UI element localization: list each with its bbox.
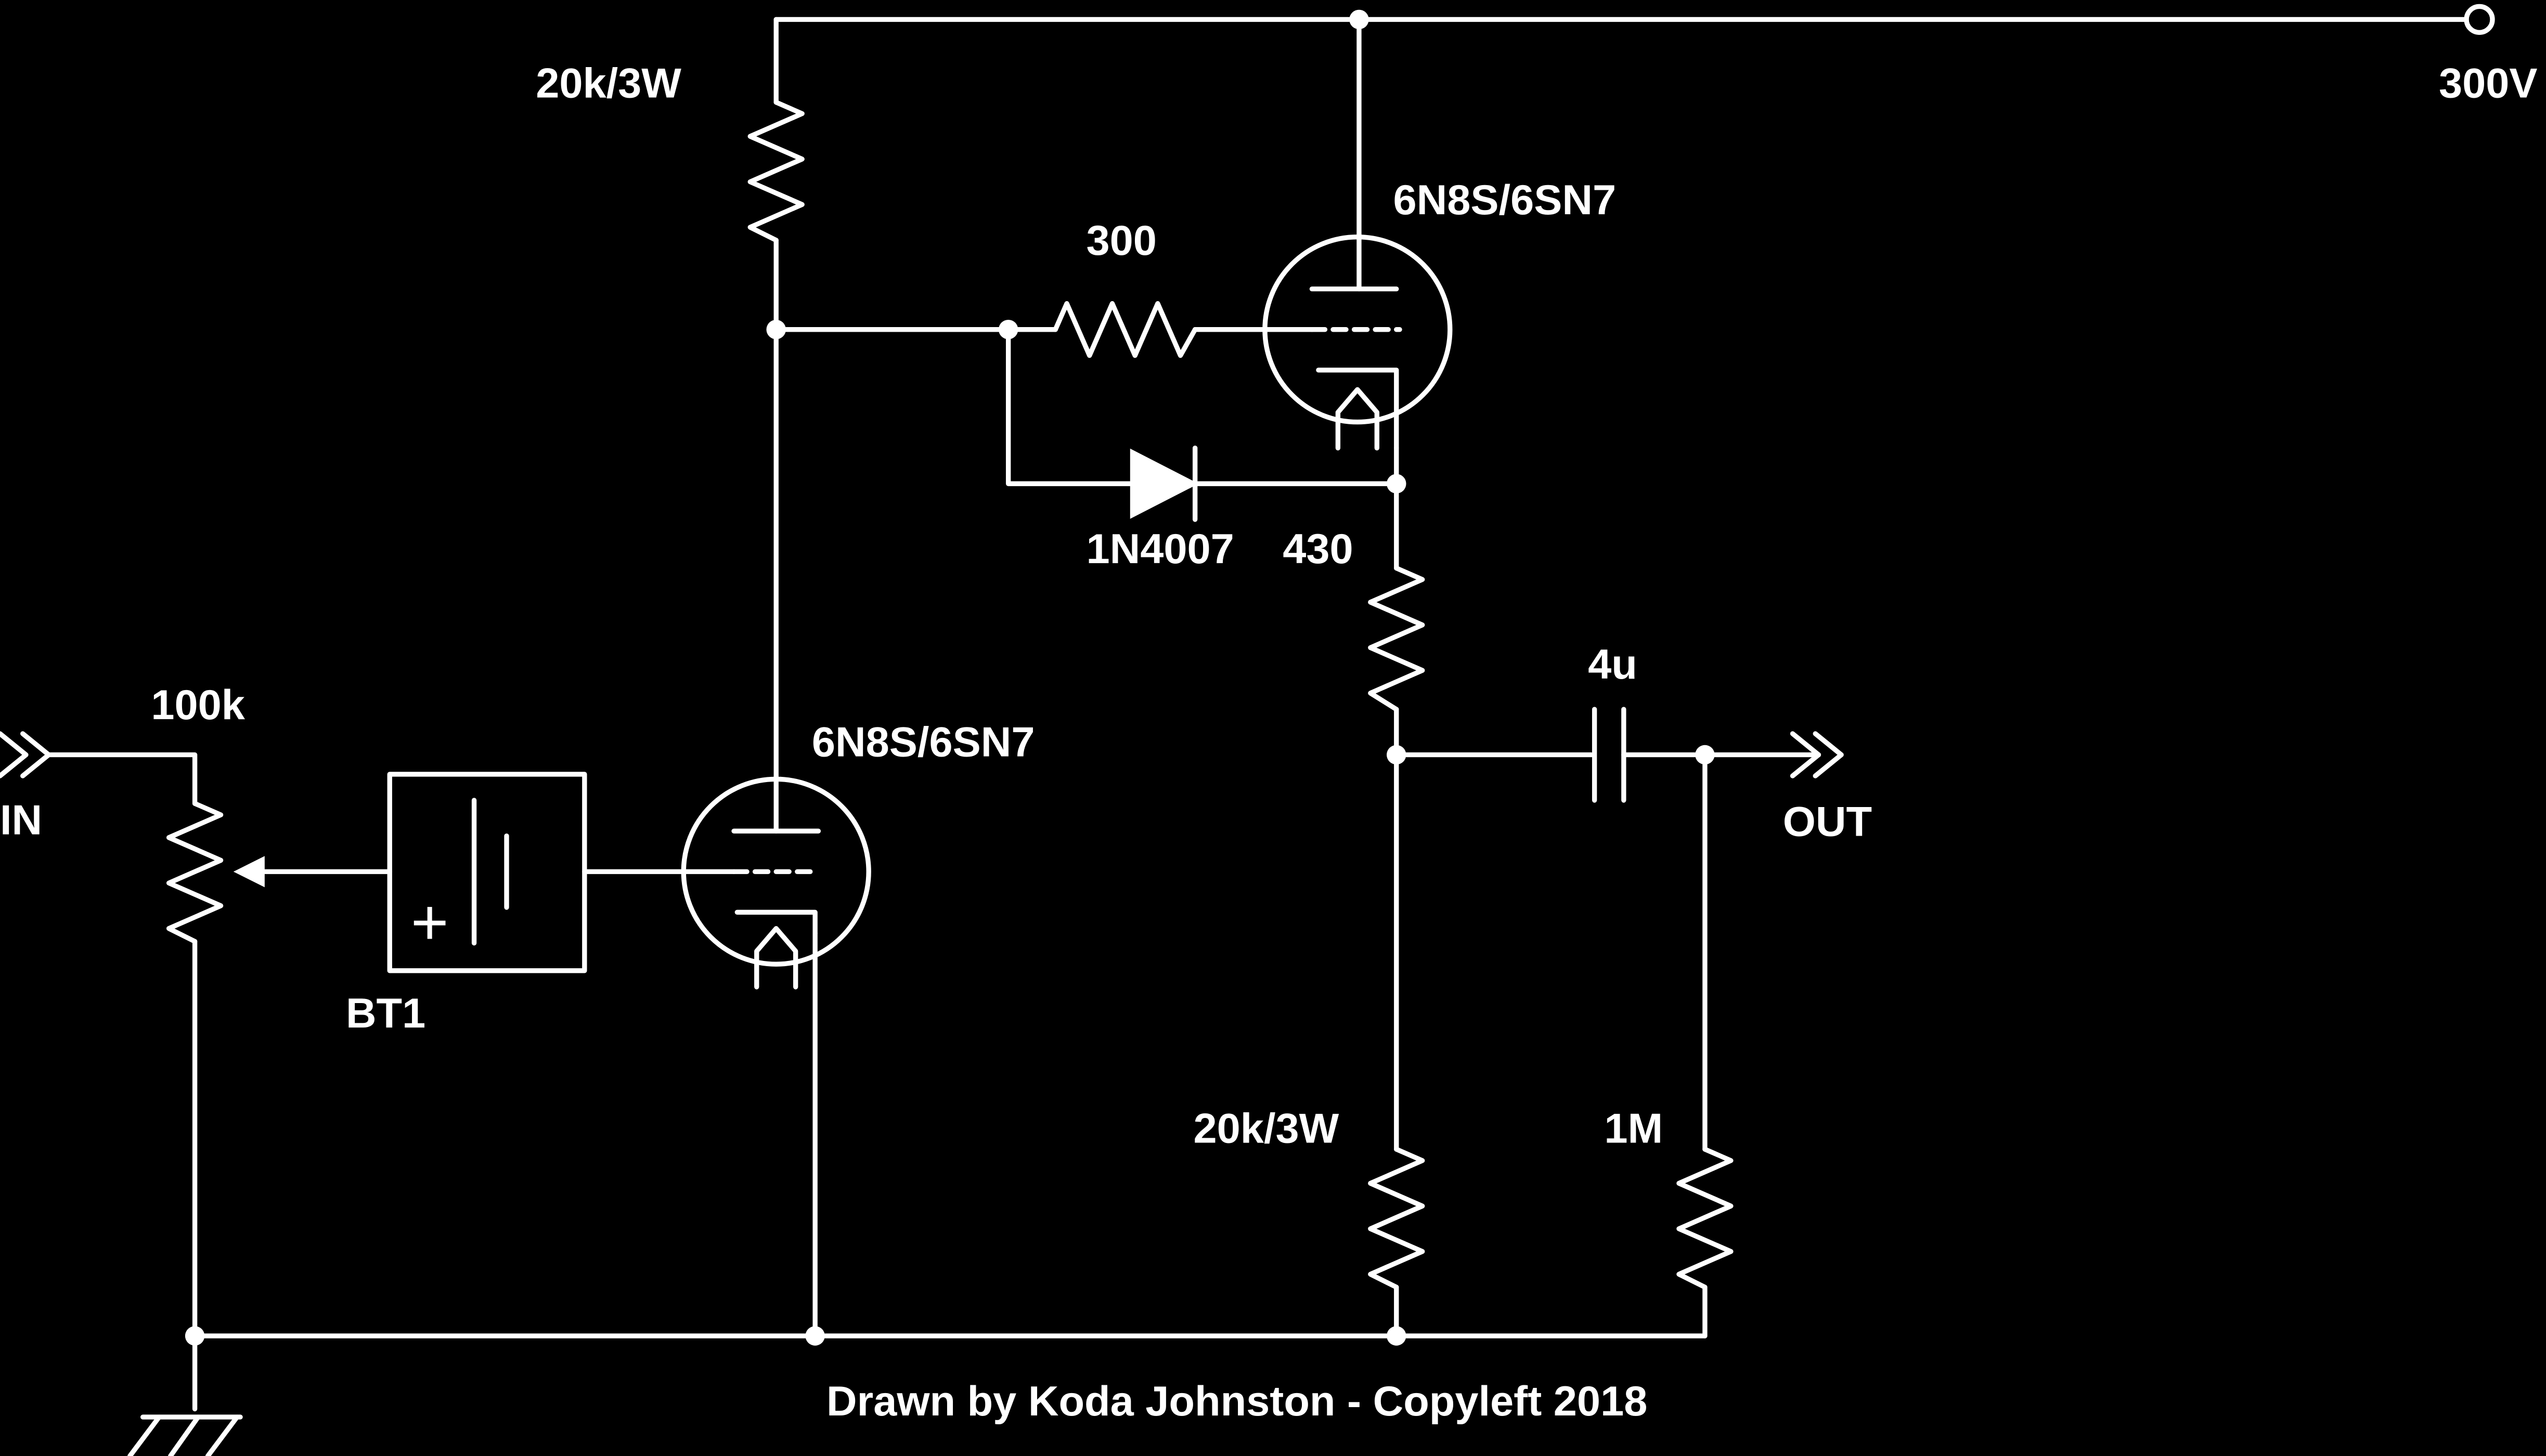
junction-dot <box>1387 474 1406 493</box>
junction-dot <box>805 1326 825 1346</box>
diode-1n4007 <box>1130 445 1199 522</box>
input-connector-icon <box>0 731 51 778</box>
resistor-430 <box>1368 565 1425 712</box>
triode-lower <box>681 776 871 990</box>
battery-bt1 <box>387 772 587 973</box>
label-tube-lower: 6N8S/6SN7 <box>812 719 1035 766</box>
label-battery-plus: + <box>411 887 449 959</box>
triode-upper <box>1262 235 1453 451</box>
label-r-grid: 300 <box>1086 217 1156 264</box>
junction-dot <box>1695 745 1715 765</box>
credit-text: Drawn by Koda Johnston - Copyleft 2018 <box>826 1378 1647 1425</box>
resistor-20k-top <box>747 99 805 243</box>
pot-wiper-arrow <box>233 856 265 888</box>
supply-terminal <box>2464 4 2495 35</box>
resistor-300 <box>1053 301 1198 358</box>
junctions <box>185 9 1715 1346</box>
label-output: OUT <box>1783 799 1872 846</box>
junction-dot <box>998 319 1018 340</box>
wire-diode-loop <box>1005 327 1134 486</box>
label-r-load: 20k/3W <box>1194 1106 1339 1152</box>
junction-dot <box>1349 9 1369 30</box>
resistor-20k-load <box>1368 1147 1425 1290</box>
resistor-1M <box>1676 1147 1734 1290</box>
junction-dot <box>766 319 786 340</box>
junction-dot <box>185 1326 205 1346</box>
label-diode: 1N4007 <box>1086 526 1234 573</box>
label-pot: 100k <box>151 682 245 729</box>
label-r-leak: 1M <box>1604 1106 1663 1152</box>
label-r-cathode: 430 <box>1283 526 1353 573</box>
label-battery: BT1 <box>346 990 425 1037</box>
label-input: IN <box>0 797 42 843</box>
potentiometer-100k <box>166 801 224 944</box>
ground-icon <box>127 1414 243 1456</box>
label-r-top: 20k/3W <box>536 60 681 107</box>
label-supply: 300V <box>2439 60 2538 107</box>
capacitor-4u <box>1592 707 1626 803</box>
output-connector-icon <box>1790 731 1844 778</box>
junction-dot <box>1387 1326 1406 1346</box>
wire-input <box>46 752 198 806</box>
junction-dot <box>1387 745 1406 765</box>
label-cap: 4u <box>1588 641 1637 688</box>
label-tube-upper: 6N8S/6SN7 <box>1393 177 1617 224</box>
wires <box>46 17 2469 1412</box>
